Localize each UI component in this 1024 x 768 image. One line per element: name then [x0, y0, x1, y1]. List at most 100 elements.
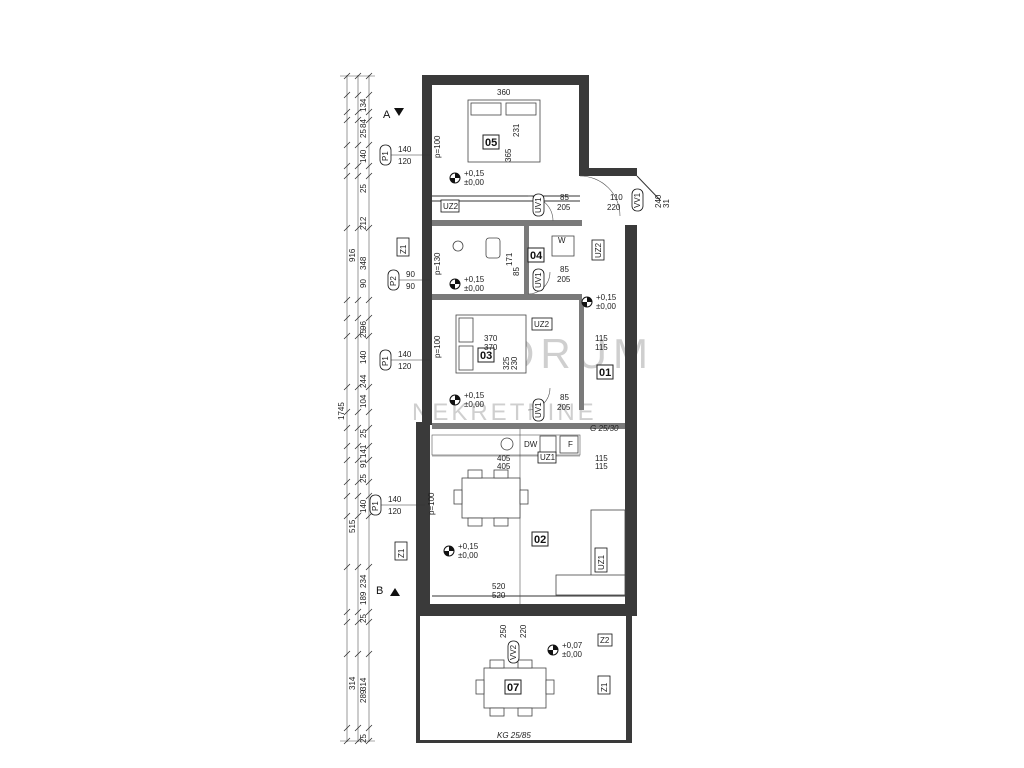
door-height: 220	[519, 624, 528, 638]
wall-tag: Z1	[396, 237, 410, 257]
window-sill: p=100	[433, 335, 442, 358]
room-04: 04	[530, 250, 543, 262]
dim-r04-h1: 171	[505, 252, 514, 266]
level-marker: +0,15±0,00	[449, 275, 485, 293]
dim-lower: 314	[348, 676, 357, 690]
dim-r03-w1: 370	[484, 334, 498, 343]
window-id: P1	[371, 501, 380, 511]
wall-tag: UZ1	[537, 451, 557, 464]
window-sill: p=130	[433, 252, 442, 275]
dim-col2-16: 25	[359, 474, 368, 483]
dim-col2-3: 140	[359, 149, 368, 163]
window-height: 120	[398, 157, 412, 166]
dim-r01-w4: 115	[595, 462, 608, 471]
door-height: 205	[557, 275, 571, 284]
level-markers: +0,15±0,00+0,15±0,00+0,15±0,00+0,15±0,00…	[443, 169, 617, 659]
door-width: 85	[560, 193, 569, 202]
dim-col2-19: 189	[359, 591, 368, 605]
level-marker: +0,15±0,00	[449, 391, 485, 409]
window-sill: p=100	[427, 492, 436, 515]
dim-r03-h1: 325	[502, 356, 511, 370]
dim-col2-21: 314	[359, 677, 368, 691]
dim-r03-w2: 370	[484, 343, 498, 352]
left-dimension-chain: 1745 916 515 314	[337, 72, 375, 745]
dim-col2-7: 90	[359, 279, 368, 288]
dim-col2-13: 25	[359, 429, 368, 438]
door-height: 220	[607, 203, 621, 212]
wall-tag-label: Z1	[397, 548, 406, 558]
dim-r01-w2: 115	[595, 343, 608, 352]
watermark-line2: NEKRETNINE	[412, 399, 597, 426]
level-base: ±0,00	[464, 400, 485, 409]
dim-r03-h2: 230	[510, 356, 519, 370]
wall-tag: UZ2	[591, 239, 605, 261]
window-width: 140	[398, 350, 412, 359]
dim-r01-w3: 115	[595, 454, 608, 463]
dim-col2-14: 141	[359, 444, 368, 458]
room-07: 07	[507, 682, 519, 694]
beam-kg: KG 25/85	[497, 731, 531, 740]
dim-r01-w1: 115	[595, 334, 608, 343]
dim-col2-2: 25	[359, 129, 368, 138]
door-width: 250	[499, 624, 508, 638]
section-b-label: B	[376, 585, 383, 597]
room-01: 01	[599, 367, 611, 379]
label-vv1-sub: 31	[662, 199, 671, 208]
dim-col2-10: 140	[359, 350, 368, 364]
window-height: 90	[406, 282, 415, 291]
kitchen-counter	[500, 435, 579, 454]
dim-col2-4: 25	[359, 184, 368, 193]
section-a-label: A	[383, 109, 391, 121]
door-width: 110	[610, 193, 623, 202]
wall-tag: Z1	[597, 675, 611, 695]
label-vv1-dim: 240	[654, 194, 663, 208]
wall-tag: UZ1	[594, 547, 608, 573]
dim-col2-11: 244	[359, 374, 368, 388]
bed-room05	[467, 99, 541, 163]
dim-r02-w2: 405	[497, 462, 511, 471]
wall-tag-label: Z1	[600, 682, 609, 692]
dining-table-02	[453, 469, 529, 527]
window-width: 140	[398, 145, 412, 154]
door-width: 85	[560, 265, 569, 274]
room-02: 02	[534, 534, 546, 546]
window-tags: P1140120p=100P29090p=130P1140120p=100P11…	[369, 135, 442, 516]
room-dimensions: 360 365 231 370 370 325 230 171 85 405 4…	[484, 88, 671, 740]
window-sill: p=100	[433, 135, 442, 158]
dim-col2-0: 134	[359, 98, 368, 112]
room-labels: 05 04 03 01 02 07	[477, 134, 614, 695]
level-base: ±0,00	[464, 284, 485, 293]
dim-col2-6: 348	[359, 256, 368, 270]
door-height: 205	[557, 203, 571, 212]
wall-tag-label: Z2	[600, 636, 610, 645]
terrace-table-07	[475, 659, 555, 717]
dim-upper: 916	[348, 248, 357, 262]
wall-tag-label: UZ1	[597, 554, 606, 570]
door-height: 205	[557, 403, 571, 412]
wall-tag-label: Z1	[399, 244, 408, 254]
door-width: 85	[560, 393, 569, 402]
level-base: ±0,00	[458, 551, 479, 560]
bathroom-fixtures	[452, 235, 575, 259]
wall-tag-label: UZ2	[443, 202, 459, 211]
door-id: UV1	[534, 402, 543, 418]
label-dw: DW	[524, 440, 538, 449]
level-value: +0,15	[464, 169, 485, 178]
dim-mid: 515	[348, 519, 357, 533]
wall-tag: UZ2	[531, 317, 553, 331]
dim-r05-w: 360	[497, 88, 511, 97]
dim-col2-15: 91	[359, 459, 368, 468]
level-marker: +0,15±0,00	[449, 169, 485, 187]
window-id: P2	[389, 276, 398, 286]
wall-tag: Z2	[597, 633, 613, 647]
level-marker: +0,15±0,00	[443, 542, 479, 560]
